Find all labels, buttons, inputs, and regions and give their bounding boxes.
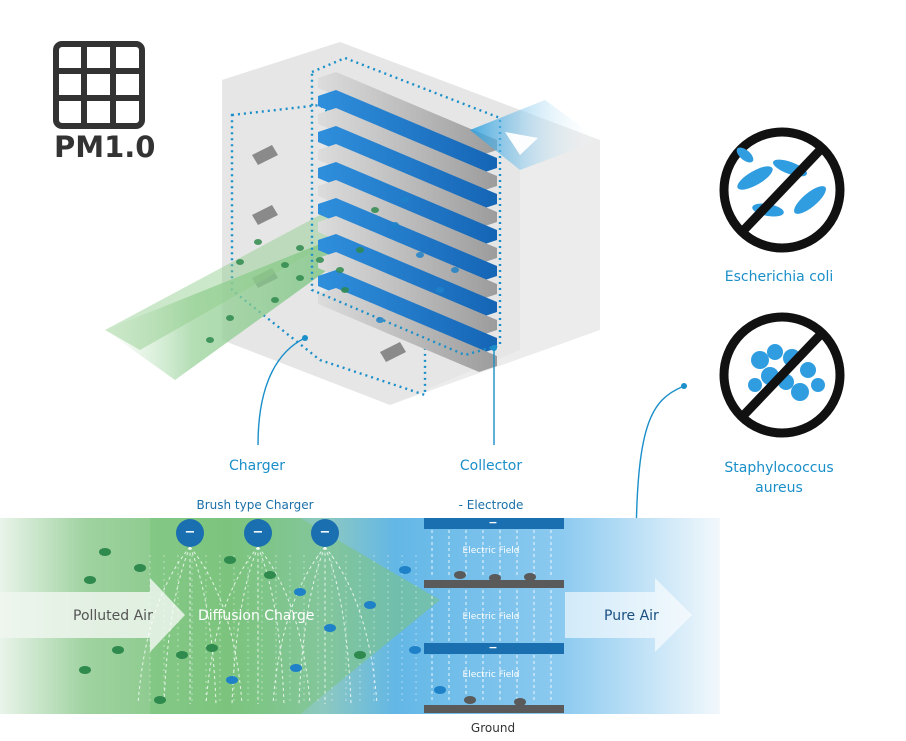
brush-charger-label: Brush type Charger [196, 498, 314, 512]
polluted-air-label: Polluted Air [73, 608, 153, 624]
pure-air-label: Pure Air [604, 608, 659, 624]
particle [226, 315, 234, 321]
collector-label: Collector [459, 458, 523, 474]
particle [341, 287, 349, 293]
particle [206, 644, 218, 652]
ground-bar-1 [424, 580, 564, 588]
particle [112, 646, 124, 654]
collector-plate [318, 252, 497, 336]
collector-plate [318, 270, 497, 354]
particle [254, 239, 262, 245]
particle [206, 337, 214, 343]
particle [356, 247, 364, 253]
charger-minus-3: − [319, 525, 331, 540]
particle [336, 267, 344, 273]
collector-plate [318, 162, 497, 246]
charger-label: Charger [229, 458, 285, 474]
particle [324, 624, 336, 632]
collector-outline [310, 56, 502, 357]
polluted-air-flow [105, 230, 355, 380]
electric-field-label-2: Electric Field [462, 612, 520, 622]
particle [524, 573, 536, 581]
green-plume [150, 518, 440, 714]
collector-plate [318, 108, 497, 192]
charger-minus-2: − [252, 525, 264, 540]
grid-icon [53, 41, 145, 129]
particle [271, 297, 279, 303]
brush-charger-1 [176, 519, 204, 547]
particle [354, 651, 366, 659]
ground-bar-2 [424, 705, 564, 713]
bottom-particles [79, 548, 536, 706]
particle [79, 666, 91, 674]
collector-plate [318, 216, 497, 300]
charger-minus-1: − [184, 525, 196, 540]
particle [176, 651, 188, 659]
particle [84, 576, 96, 584]
electrode-label: - Electrode [458, 498, 524, 512]
electrode-bar-1 [424, 518, 564, 529]
staphylococcus-label: Staphylococcus aureus [724, 460, 834, 496]
polluted-air-arrow [0, 578, 185, 652]
particle [376, 317, 384, 323]
particle [364, 601, 376, 609]
electric-field-label-1: Electric Field [462, 546, 520, 556]
brush-charger-2 [244, 519, 272, 547]
particle [236, 259, 244, 265]
particle [454, 571, 466, 579]
collector-plate [318, 198, 497, 282]
particle [296, 245, 304, 251]
e-coli-icon [719, 127, 845, 253]
particle [290, 664, 302, 672]
electrode-minus-1: − [488, 516, 498, 529]
particle [436, 287, 444, 293]
particle [99, 548, 111, 556]
e-coli-label: Escherichia coli [724, 269, 834, 285]
pure-air-flow [470, 100, 600, 170]
field-lines [137, 530, 552, 705]
particle [371, 207, 379, 213]
collector-plate [318, 180, 497, 264]
particle [399, 566, 411, 574]
particle [489, 574, 501, 582]
outflow-arrow-head [505, 132, 538, 155]
particle [134, 564, 146, 572]
electric-field-label-3: Electric Field [462, 670, 520, 680]
collector-plate [318, 144, 497, 228]
collector-plate [318, 90, 497, 174]
particle [514, 698, 526, 706]
particle [409, 646, 421, 654]
particle [391, 222, 399, 228]
particle [154, 696, 166, 704]
diffusion-charge-label: Diffusion Charge [198, 608, 315, 624]
particle [464, 696, 476, 704]
particle [401, 197, 409, 203]
particle [226, 676, 238, 684]
particle [434, 686, 446, 694]
ground-label: Ground [470, 721, 516, 735]
particle [281, 262, 289, 268]
pure-air-arrow [565, 578, 692, 652]
pure-air-leader [635, 385, 685, 556]
brush-charger-3 [311, 519, 339, 547]
particle [224, 556, 236, 564]
collector-plate [318, 72, 497, 156]
particle [416, 252, 424, 258]
top-particles [206, 197, 459, 343]
collector-plate [318, 126, 497, 210]
particle [451, 267, 459, 273]
electrode-bar-2 [424, 643, 564, 654]
particle [296, 275, 304, 281]
staphylococcus-icon [719, 312, 845, 438]
particle [264, 571, 276, 579]
collector-plate [318, 234, 497, 318]
electrode-minus-2: − [488, 641, 498, 654]
pm10-label: PM1.0 [54, 130, 156, 164]
particle [294, 588, 306, 596]
charger-leader [257, 337, 306, 446]
particle [316, 257, 324, 263]
